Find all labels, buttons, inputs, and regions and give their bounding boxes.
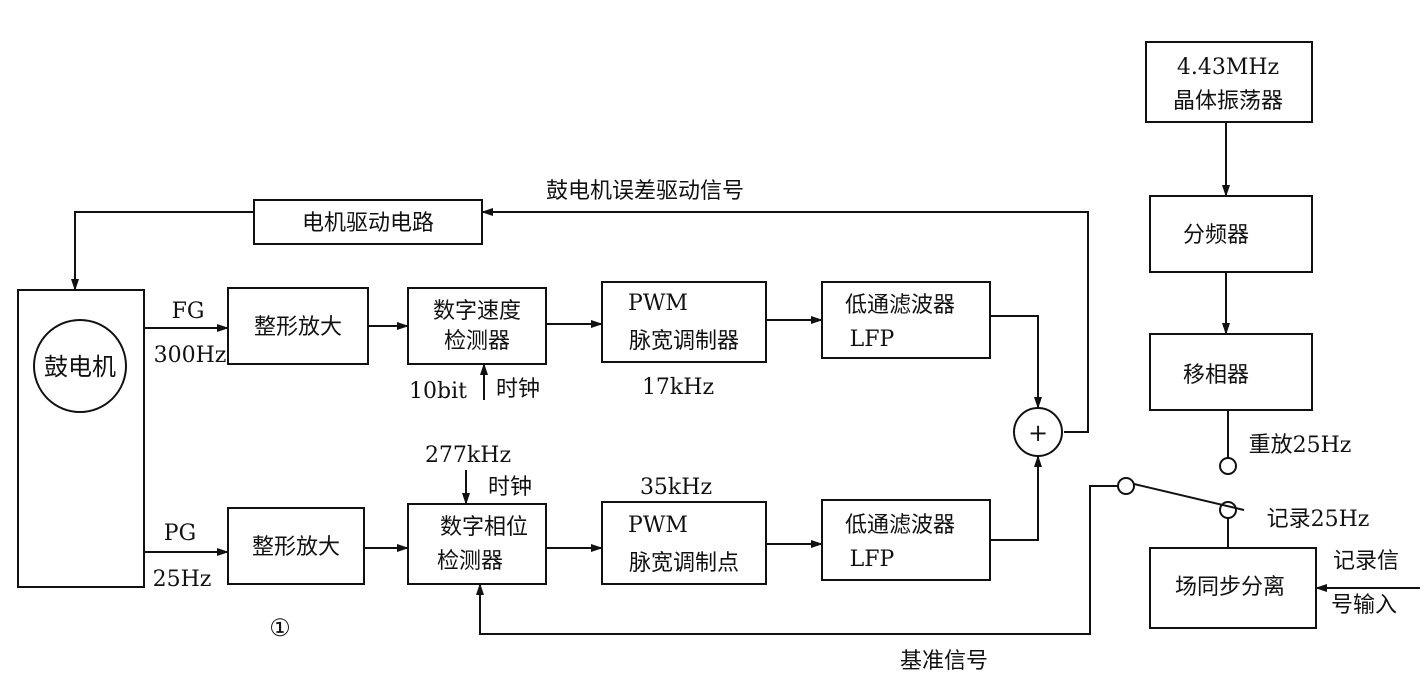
lpf-speed-block: 低通滤波器 LFP <box>821 281 991 359</box>
pwm-speed-freq-label: 17kHz <box>642 375 714 400</box>
shape-amp-fg-block: 整形放大 <box>227 287 369 365</box>
pwm-speed-block: PWM 脉宽调制器 <box>601 281 767 363</box>
crystal-osc-label-1: 4.43MHz <box>1177 55 1279 80</box>
pwm-phase-label-1: PWM <box>628 513 688 538</box>
motor-drive-block: 电机驱动电路 <box>253 199 483 245</box>
drum-motor-block: 鼓电机 <box>17 289 145 588</box>
shape-amp-pg-block: 整形放大 <box>227 507 365 585</box>
speed-clock-bits-label: 10bit <box>409 379 467 404</box>
pg-freq-label: 25Hz <box>153 567 212 592</box>
error-signal-line <box>481 208 1089 433</box>
phase-detector-label-1: 数字相位 <box>440 515 528 540</box>
reference-signal-label: 基准信号 <box>900 649 988 674</box>
fg-label: FG <box>172 299 205 324</box>
lpf-phase-to-summer-line <box>990 455 1042 541</box>
drum-motor-label: 鼓电机 <box>44 353 116 381</box>
speed-clock-label: 时钟 <box>496 377 540 402</box>
pwm-phase-label-2: 脉宽调制点 <box>629 551 739 576</box>
figure-number: ① <box>269 614 291 642</box>
field-sync-separator-block: 场同步分离 <box>1149 547 1317 629</box>
phase-detector-label-2: 检测器 <box>437 549 503 574</box>
divider-label: 分频器 <box>1183 223 1249 248</box>
lpf-phase-label-1: 低通滤波器 <box>845 513 955 538</box>
field-sync-separator-label: 场同步分离 <box>1175 575 1285 600</box>
shape-amp-fg-label: 整形放大 <box>254 315 342 340</box>
divider-block: 分频器 <box>1149 195 1313 273</box>
record-label: 记录25Hz <box>1267 507 1370 532</box>
playback-terminal <box>1219 457 1237 475</box>
drive-to-motor-line <box>71 211 254 291</box>
shape-amp-pg-label: 整形放大 <box>252 535 340 560</box>
record-input-label-2: 号输入 <box>1331 593 1397 618</box>
summing-junction: + <box>1013 407 1063 457</box>
lpf-phase-block: 低通滤波器 LFP <box>821 499 991 581</box>
pwm-speed-label-1: PWM <box>628 291 688 316</box>
speed-detector-label-1: 数字速度 <box>433 299 521 324</box>
lpf-speed-label-1: 低通滤波器 <box>845 293 955 318</box>
crystal-osc-label-2: 晶体振荡器 <box>1173 89 1283 114</box>
crystal-osc-block: 4.43MHz 晶体振荡器 <box>1145 41 1313 123</box>
playback-label: 重放25Hz <box>1249 433 1352 458</box>
phase-clock-freq-label: 277kHz <box>425 443 511 468</box>
lpf-speed-to-summer-line <box>990 315 1042 409</box>
pwm-phase-freq-label: 35kHz <box>640 475 712 500</box>
speed-detector-block: 数字速度 检测器 <box>407 287 547 365</box>
pwm-phase-block: PWM 脉宽调制点 <box>601 501 767 585</box>
pg-label: PG <box>164 521 196 546</box>
motor-drive-label: 电机驱动电路 <box>302 211 434 236</box>
playback-record-switch <box>1117 477 1245 511</box>
speed-detector-label-2: 检测器 <box>444 329 510 354</box>
lpf-phase-label-2: LFP <box>850 547 895 572</box>
error-signal-label: 鼓电机误差驱动信号 <box>546 179 744 204</box>
summer-plus: + <box>1028 419 1048 447</box>
lpf-speed-label-2: LFP <box>850 327 895 352</box>
phase-shifter-block: 移相器 <box>1149 333 1313 411</box>
pwm-speed-label-2: 脉宽调制器 <box>629 329 739 354</box>
phase-clock-label: 时钟 <box>488 475 532 500</box>
reference-signal-line <box>476 485 1118 635</box>
record-input-label-1: 记录信 <box>1333 549 1399 574</box>
phase-shifter-label: 移相器 <box>1183 363 1249 388</box>
fg-freq-label: 300Hz <box>154 343 227 368</box>
phase-detector-block: 数字相位 检测器 <box>407 503 547 585</box>
